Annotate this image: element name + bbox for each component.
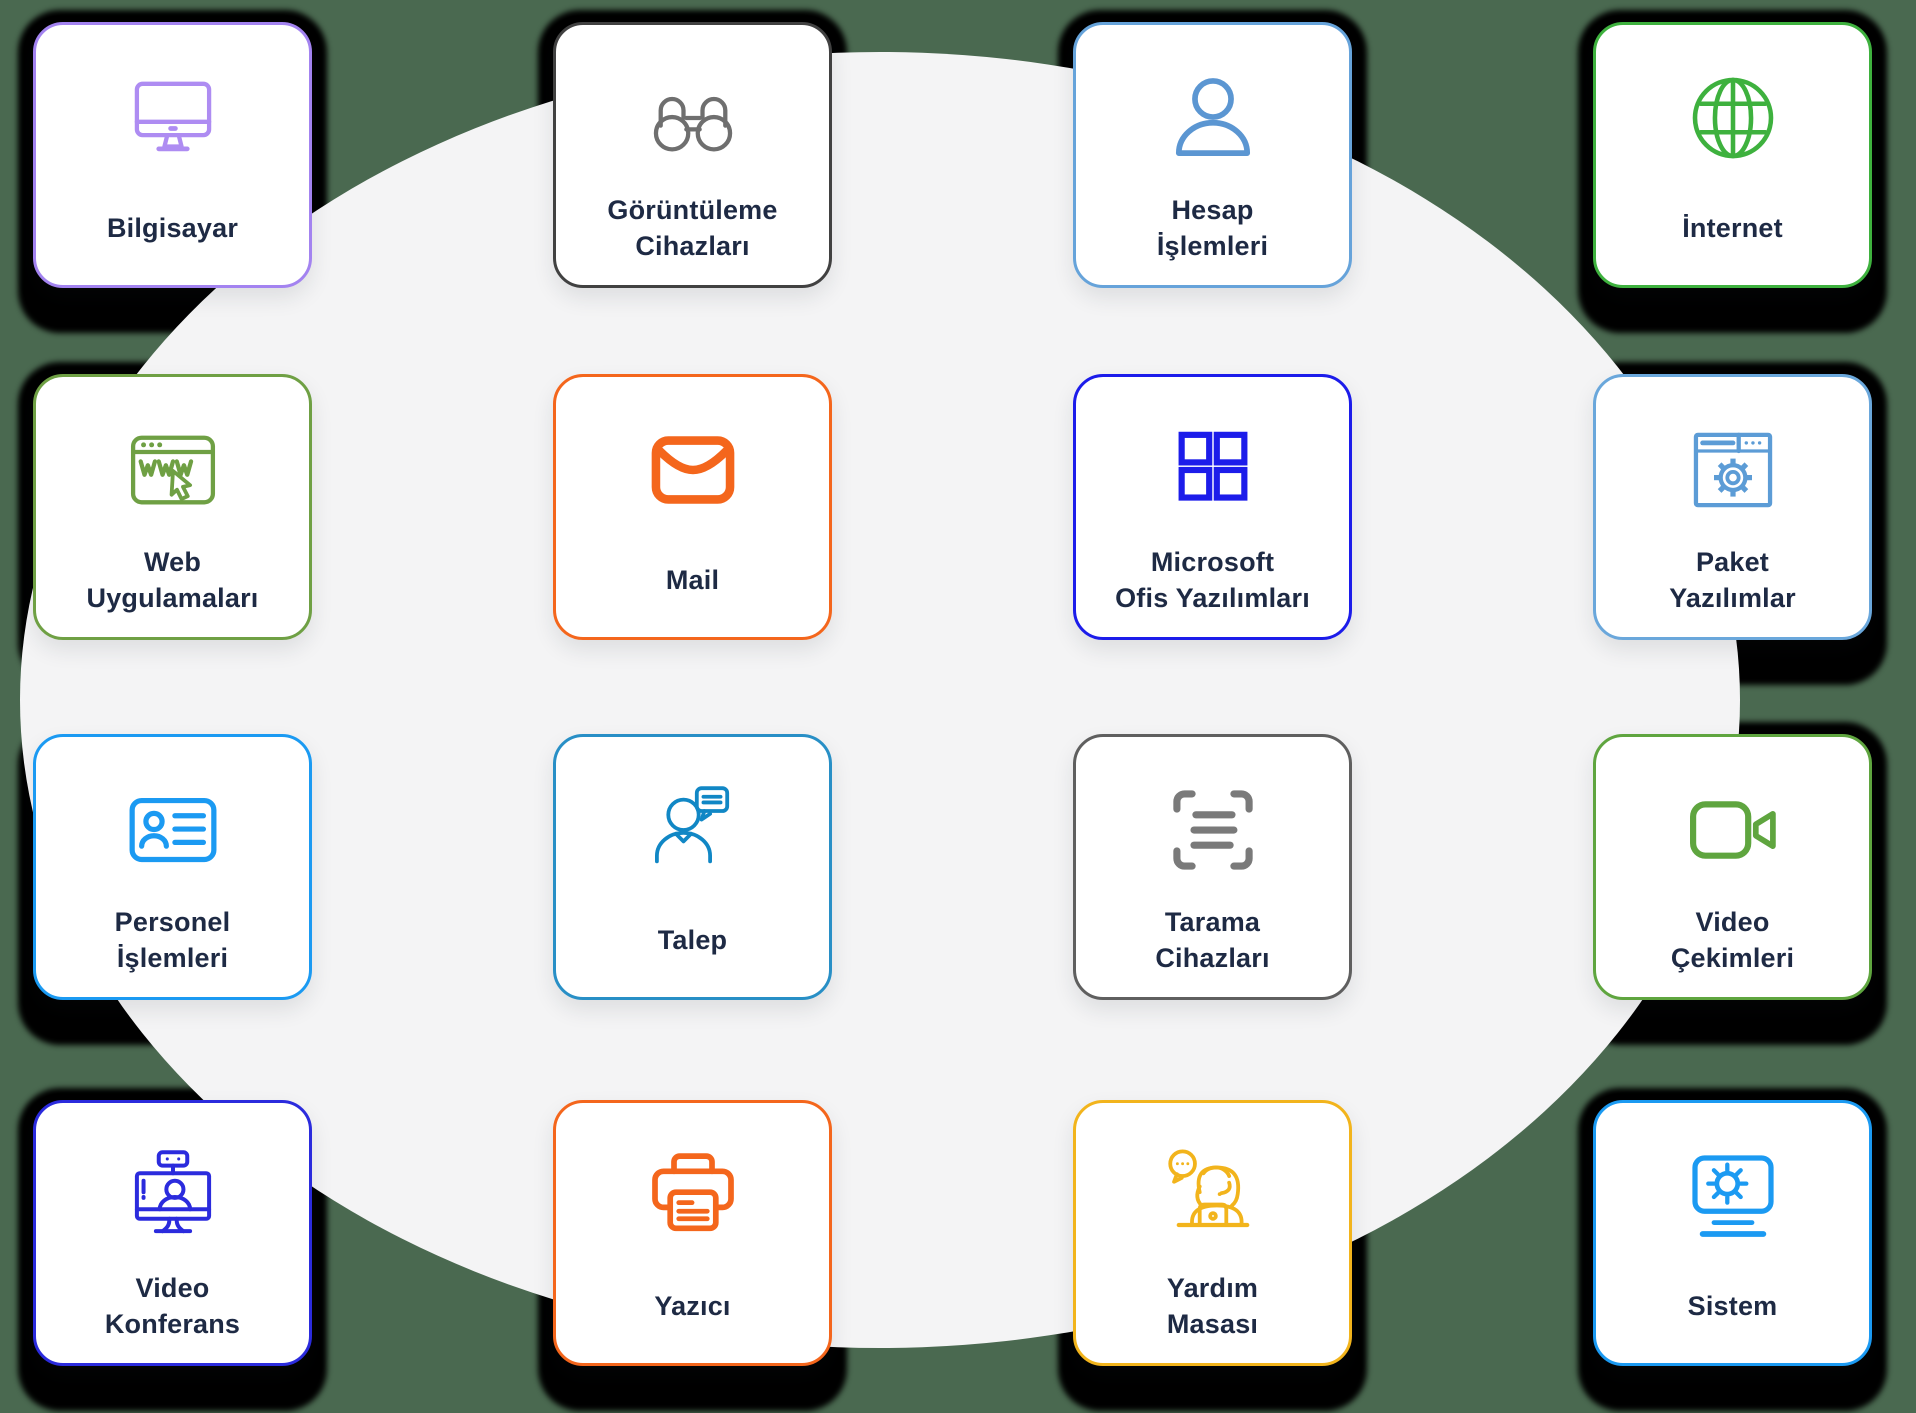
card-hesap-islemleri[interactable]: Hesap İşlemleri	[1073, 22, 1352, 288]
card-label: Mail	[665, 565, 720, 595]
video-camera-icon	[1596, 765, 1869, 895]
browser-gear-icon	[1596, 405, 1869, 535]
envelope-icon	[556, 405, 829, 535]
card-video-konferans[interactable]: Video Konferans	[33, 1100, 312, 1366]
binoculars-icon	[556, 53, 829, 183]
card-internet[interactable]: İnternet	[1593, 22, 1872, 288]
id-card-icon	[36, 765, 309, 895]
printer-icon	[556, 1131, 829, 1261]
grid-squares-icon	[1076, 405, 1349, 535]
card-sistem[interactable]: Sistem	[1593, 1100, 1872, 1366]
card-label: Görüntüleme Cihazları	[607, 195, 778, 261]
browser-www-icon	[36, 405, 309, 535]
card-goruntuleme-cihazlari[interactable]: Görüntüleme Cihazları	[553, 22, 832, 288]
person-chat-icon	[556, 765, 829, 895]
card-label: Sistem	[1687, 1291, 1778, 1321]
user-icon	[1076, 53, 1349, 183]
card-label: Personel İşlemleri	[114, 907, 231, 973]
card-yardim-masasi[interactable]: Yardım Masası	[1073, 1100, 1352, 1366]
card-label: Video Konferans	[104, 1273, 241, 1339]
monitor-icon	[36, 53, 309, 183]
card-label: Hesap İşlemleri	[1156, 195, 1269, 261]
card-label: Tarama Cihazları	[1155, 907, 1270, 973]
card-video-cekimleri[interactable]: Video Çekimleri	[1593, 734, 1872, 1000]
video-conference-icon	[36, 1131, 309, 1261]
card-talep[interactable]: Talep	[553, 734, 832, 1000]
globe-icon	[1596, 53, 1869, 183]
system-gear-icon	[1596, 1131, 1869, 1261]
card-personel-islemleri[interactable]: Personel İşlemleri	[33, 734, 312, 1000]
card-bilgisayar[interactable]: Bilgisayar	[33, 22, 312, 288]
card-label: Microsoft Ofis Yazılımları	[1115, 547, 1310, 613]
card-label: Web Uygulamaları	[86, 547, 259, 613]
card-yazici[interactable]: Yazıcı	[553, 1100, 832, 1366]
card-microsoft-ofis-yazilimlari[interactable]: Microsoft Ofis Yazılımları	[1073, 374, 1352, 640]
card-web-uygulamalari[interactable]: Web Uygulamaları	[33, 374, 312, 640]
card-mail[interactable]: Mail	[553, 374, 832, 640]
card-label: Yardım Masası	[1166, 1273, 1259, 1339]
card-label: Video Çekimleri	[1670, 907, 1795, 973]
card-paket-yazilimlar[interactable]: Paket Yazılımlar	[1593, 374, 1872, 640]
card-label: Bilgisayar	[106, 213, 239, 243]
card-label: Yazıcı	[654, 1291, 731, 1321]
scan-icon	[1076, 765, 1349, 895]
card-label: Talep	[657, 925, 728, 955]
helpdesk-icon	[1076, 1131, 1349, 1261]
card-label: İnternet	[1682, 213, 1783, 243]
card-label: Paket Yazılımlar	[1669, 547, 1796, 613]
card-tarama-cihazlari[interactable]: Tarama Cihazları	[1073, 734, 1352, 1000]
